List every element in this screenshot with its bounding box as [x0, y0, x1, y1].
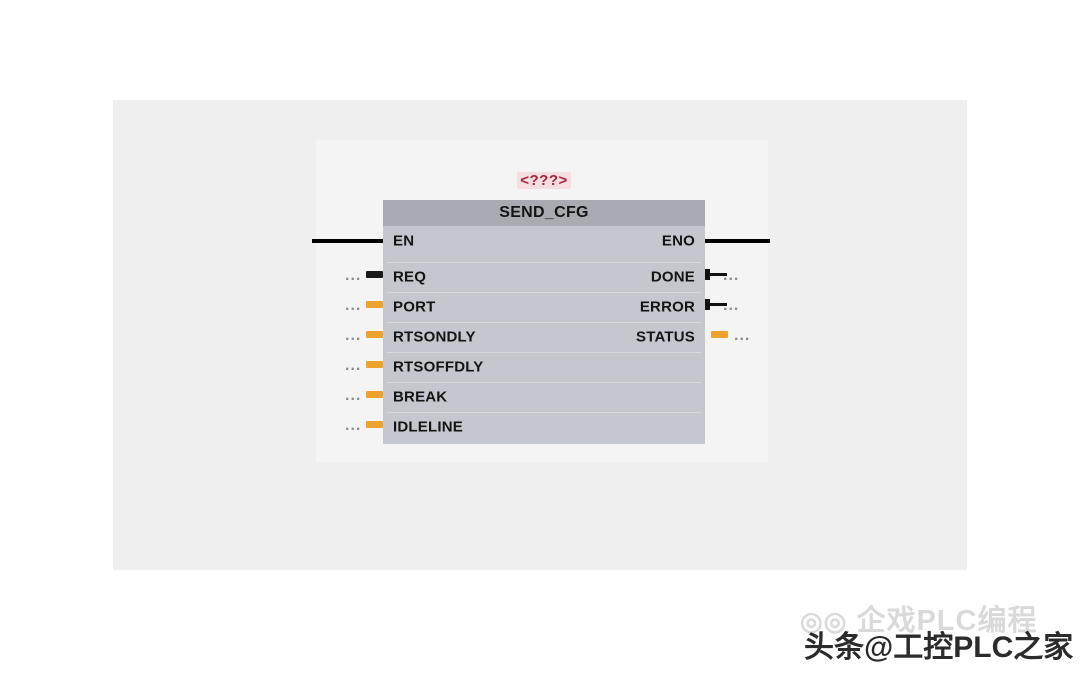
row-separator: [387, 382, 701, 383]
block-row-break: BREAK: [383, 382, 705, 412]
operand-done[interactable]: ...: [723, 267, 740, 284]
block-instance-label-text: <???>: [517, 172, 571, 189]
operand-break[interactable]: ...: [345, 387, 362, 404]
eno-power-rail[interactable]: [705, 239, 770, 243]
block-row-rtsoffdly: RTSOFFDLY: [383, 352, 705, 382]
row-separator: [387, 412, 701, 413]
block-row-en: EN ENO: [383, 226, 705, 256]
block-row-done: DONE: [383, 262, 705, 292]
param-label-en: EN: [393, 232, 415, 250]
param-label-status: STATUS: [636, 328, 695, 346]
row-separator: [387, 292, 701, 293]
pin-stub-port[interactable]: [366, 301, 383, 308]
connector-end-bar: [705, 269, 710, 280]
pin-stub-req[interactable]: [366, 271, 383, 278]
block-row-req: REQ: [383, 262, 705, 292]
param-label-req: REQ: [393, 268, 427, 286]
pin-stub-rtsondly[interactable]: [366, 331, 383, 338]
param-label-idleline: IDLELINE: [393, 418, 463, 436]
param-label-error: ERROR: [639, 298, 695, 316]
row-separator: [387, 262, 701, 263]
block-row-error: ERROR: [383, 292, 705, 322]
block-row-idleline: IDLELINE: [383, 412, 705, 442]
block-row-status: STATUS: [383, 322, 705, 352]
param-label-rtsondly: RTSONDLY: [393, 328, 476, 346]
param-label-break: BREAK: [393, 388, 448, 406]
block-row-port: PORT: [383, 292, 705, 322]
pin-stub-idleline[interactable]: [366, 421, 383, 428]
operand-idleline[interactable]: ...: [345, 417, 362, 434]
pin-connector-done[interactable]: [705, 269, 727, 280]
block-row-rtsondly: RTSONDLY: [383, 322, 705, 352]
operand-rtsoffdly[interactable]: ...: [345, 357, 362, 374]
function-block-send-cfg[interactable]: SEND_CFG EN ENO REQ PORT RTSONDLY RTSOFF…: [383, 200, 705, 444]
ghost-watermark-icon: ◎◎: [800, 606, 848, 636]
en-power-rail[interactable]: [312, 239, 383, 243]
param-label-done: DONE: [650, 268, 695, 286]
block-instance-label[interactable]: <???>: [383, 172, 705, 189]
row-separator: [387, 322, 701, 323]
param-label-rtsoffdly: RTSOFFDLY: [393, 358, 484, 376]
block-title: SEND_CFG: [499, 204, 589, 221]
operand-rtsondly[interactable]: ...: [345, 327, 362, 344]
connector-lead: [709, 303, 727, 306]
operand-status[interactable]: ...: [734, 327, 751, 344]
pin-stub-status[interactable]: [711, 331, 728, 338]
param-label-port: PORT: [393, 298, 436, 316]
pin-stub-rtsoffdly[interactable]: [366, 361, 383, 368]
connector-lead: [709, 273, 727, 276]
operand-req[interactable]: ...: [345, 267, 362, 284]
ghost-watermark: ◎◎ 企戏PLC编程: [800, 597, 1072, 639]
row-separator: [387, 352, 701, 353]
param-label-eno: ENO: [661, 232, 695, 250]
operand-error[interactable]: ...: [723, 297, 740, 314]
ghost-watermark-text: 企戏PLC编程: [856, 605, 1038, 637]
pin-stub-break[interactable]: [366, 391, 383, 398]
pin-connector-error[interactable]: [705, 299, 727, 310]
operand-port[interactable]: ...: [345, 297, 362, 314]
connector-end-bar: [705, 299, 710, 310]
block-header: SEND_CFG: [383, 200, 705, 226]
main-watermark: 头条@工控PLC之家: [804, 631, 1074, 664]
